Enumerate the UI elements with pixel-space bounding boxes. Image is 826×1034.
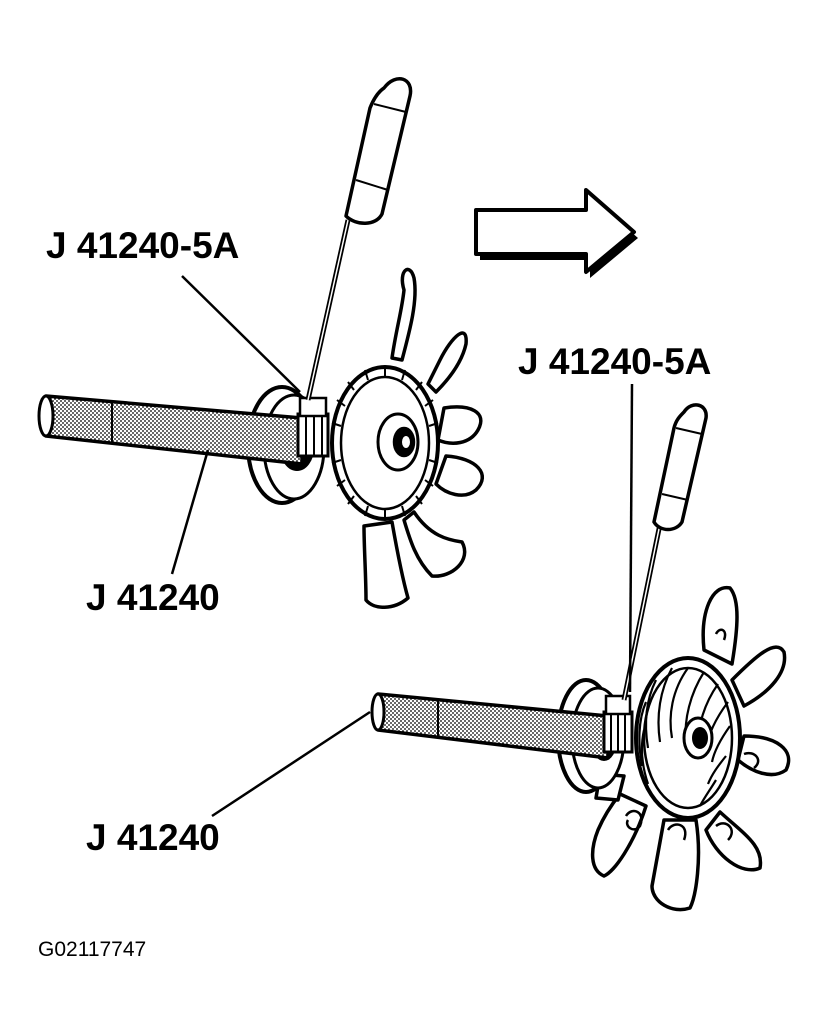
handle-label-bottom: J 41240 (86, 817, 220, 858)
right-arrow-icon (474, 188, 638, 278)
tool-label-top-left: J 41240-5A (46, 225, 240, 266)
bottom-blade-cutouts (624, 628, 760, 841)
bottom-leader-lines (211, 383, 634, 818)
bottom-spanner-adapter (602, 694, 634, 754)
tool-label-mid-right: J 41240-5A (518, 341, 712, 382)
bottom-fan-blades (590, 585, 791, 912)
bottom-assembly (211, 383, 791, 912)
top-fan-clutch (330, 365, 440, 521)
bottom-stippled-handle (370, 692, 610, 760)
bottom-screwdriver (621, 403, 708, 701)
bottom-fan-clutch (634, 656, 742, 820)
handle-label-top: J 41240 (86, 577, 220, 618)
top-assembly (37, 77, 484, 609)
figure-id: G02117747 (38, 938, 147, 961)
top-fan-blades (362, 267, 484, 609)
top-spanner-adapter (296, 396, 330, 458)
top-stippled-handle (37, 394, 304, 466)
top-leader-lines (170, 275, 301, 575)
top-screwdriver (305, 77, 413, 401)
